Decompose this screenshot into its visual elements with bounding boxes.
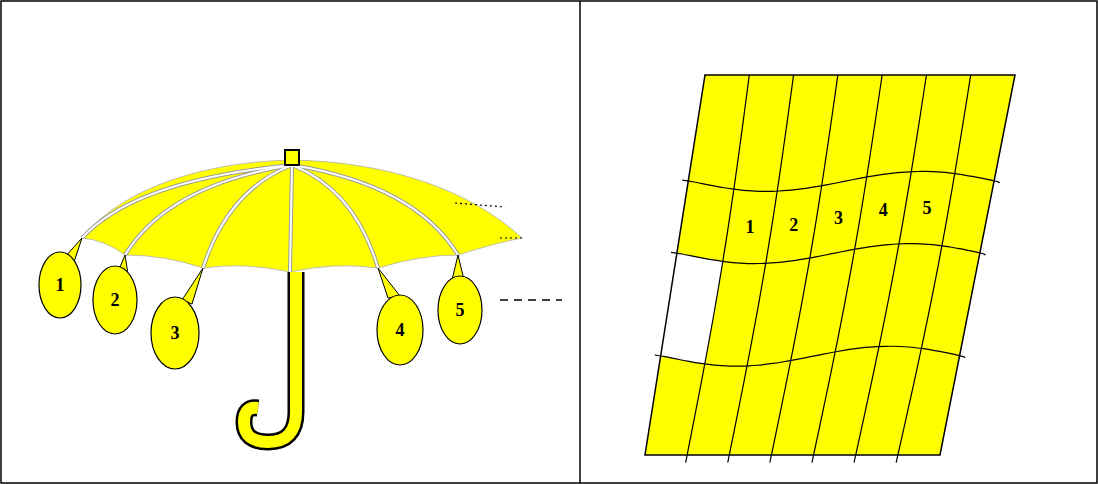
callout-number: 3: [171, 324, 180, 342]
callout-number: 4: [396, 321, 405, 339]
cell-number: 5: [923, 199, 932, 217]
cell-number: 3: [834, 209, 843, 227]
callout-tail: [378, 268, 400, 298]
grid-line: [728, 75, 794, 463]
bubble-shape: [39, 252, 81, 318]
grid-line: [671, 244, 986, 264]
grid-line: [770, 75, 838, 463]
continuation-dashes: [500, 299, 562, 301]
bubble-shape: [151, 297, 199, 369]
grid-figure: [645, 75, 1015, 463]
cell-number: 4: [879, 201, 888, 219]
umbrella: [82, 150, 525, 442]
grid-line: [812, 75, 882, 463]
bubble-shape: [93, 266, 137, 334]
bubble-shape: [377, 295, 423, 365]
umbrella-ribs-outline: [82, 165, 458, 272]
panel-divider: [579, 1, 581, 483]
callout-number: 5: [456, 301, 465, 319]
callout-bubble: 3: [150, 296, 200, 370]
callout-bubble: 4: [376, 294, 424, 366]
callout-tail: [182, 268, 203, 304]
callout-bubble: 2: [92, 265, 138, 335]
missing-cell: [661, 254, 723, 364]
grid-border: [645, 75, 1015, 455]
umbrella-canopy: [82, 160, 522, 272]
umbrella-handle-outline: [244, 272, 296, 442]
continuation-dots: [500, 237, 525, 238]
grid-line: [682, 171, 1000, 191]
grid-line: [655, 346, 965, 366]
callout-number: 2: [111, 291, 120, 309]
umbrella-handle: [244, 272, 296, 442]
cell-number: 2: [789, 216, 798, 234]
umbrella-tip: [285, 150, 299, 165]
grid-line: [854, 75, 926, 463]
continuation-dots: [455, 203, 505, 207]
grid-line: [896, 75, 971, 463]
bubble-shape: [438, 276, 482, 344]
callout-bubble: 1: [38, 251, 82, 319]
cell-number: 1: [745, 218, 754, 236]
callout-number: 1: [56, 276, 65, 294]
callout-bubble: 5: [437, 275, 483, 345]
umbrella-ribs: [82, 165, 458, 272]
